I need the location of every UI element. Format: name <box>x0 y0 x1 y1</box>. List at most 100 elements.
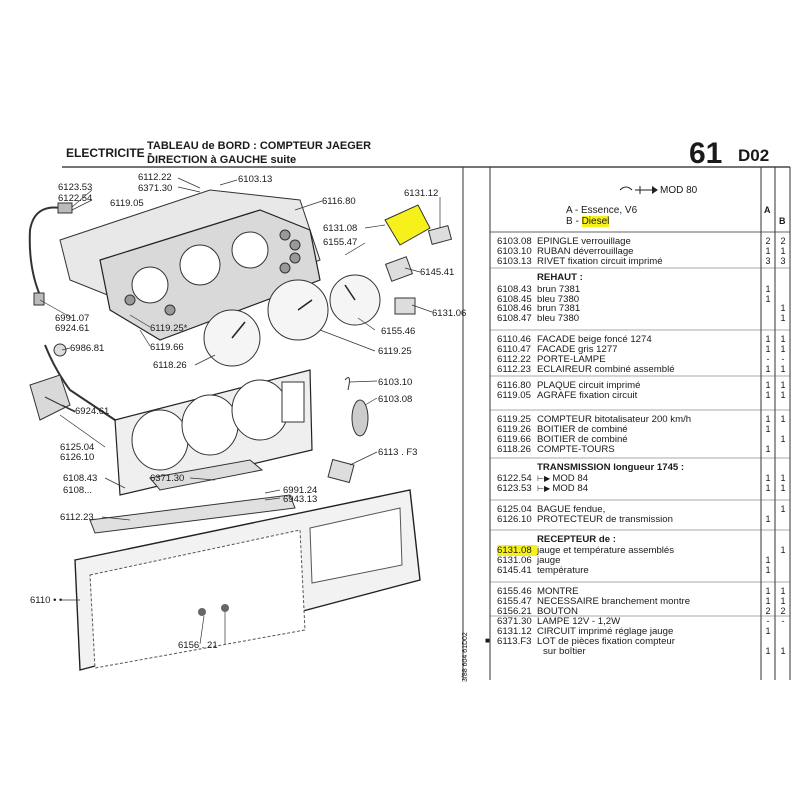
page-number: 61 <box>689 137 723 170</box>
section-title: ELECTRICITE - <box>66 146 152 160</box>
part-description: brun 7381 <box>537 303 581 314</box>
table-row: RECEPTEUR de : <box>497 534 616 545</box>
part-code: 6118.26 <box>497 444 531 455</box>
qty-b: 1 <box>780 586 786 596</box>
part-code: 6108.45 <box>497 294 532 305</box>
arrow-icon: ⊢▶ <box>537 474 553 483</box>
qty-a: 1 <box>765 586 771 596</box>
part-description: RIVET fixation circuit imprimé <box>537 256 663 267</box>
qty-b: 1 <box>780 364 786 374</box>
part-code: 6131.12 <box>497 626 532 637</box>
label-6924-61-a: 6924.61 <box>55 323 90 334</box>
part-code: 6108.47 <box>497 313 532 324</box>
qty-a: 1 <box>765 565 771 575</box>
qty-a: 1 <box>765 294 771 304</box>
part-description: MOD 84 <box>552 473 589 484</box>
qty-b: 1 <box>780 596 786 606</box>
qty-b: 1 <box>780 473 786 483</box>
qty-a: 1 <box>765 596 771 606</box>
label-6119-25-star: 6119.25* <box>150 323 188 334</box>
part-description: LOT de pièces fixation compteur <box>537 636 675 647</box>
qty-b: 1 <box>780 646 786 656</box>
page-code: D02 <box>738 146 770 165</box>
qty-a: 1 <box>765 424 771 434</box>
label-6108-dots: 6108... <box>63 485 93 496</box>
qty-a: - <box>766 616 770 626</box>
part-code: 6108.46 <box>497 303 532 314</box>
qty-b: - <box>781 354 785 364</box>
part-description: PORTE-LAMPE <box>537 354 606 365</box>
qty-b: 1 <box>780 390 786 400</box>
part-description: AGRAFE fixation circuit <box>537 390 638 401</box>
label-6126-10: 6126.10 <box>60 452 95 463</box>
part-code: 6123.53 <box>497 483 532 494</box>
table-row: 6122.54⊢▶ MOD 84 <box>497 473 588 484</box>
label-6943-13: 6943.13 <box>283 494 318 505</box>
table-row: TRANSMISSION longueur 1745 : <box>497 462 684 473</box>
col-b-header: B <box>779 216 786 226</box>
table-row: 6123.53⊢▶ MOD 84 <box>497 483 588 494</box>
label-6131-06: 6131.06 <box>432 308 467 319</box>
label-6371-30-top: 6371.30 <box>138 183 173 194</box>
part-code: 6371.30 <box>497 616 532 627</box>
qty-a: 1 <box>765 344 771 354</box>
label-6991-07: 6991.07 <box>55 313 90 324</box>
qty-a: 1 <box>765 284 771 294</box>
square-marker-icon: ■ <box>485 636 490 645</box>
part-description: PROTECTEUR de transmission <box>537 514 673 525</box>
qty-b: 2 <box>780 606 786 616</box>
qty-a: 1 <box>765 444 771 454</box>
label-6119-66: 6119.66 <box>150 342 184 353</box>
part-description: température <box>537 565 589 576</box>
col-a-header: A <box>764 205 771 215</box>
table-row: 6108.45 bleu 7380 <box>497 294 579 305</box>
variant-b-value: Diesel <box>581 216 610 227</box>
part-code: 6126.10 <box>497 514 532 525</box>
arrow-icon: ⊢▶ <box>537 484 553 493</box>
part-code: 6119.25 <box>497 414 531 425</box>
part-code: 6119.05 <box>497 390 531 401</box>
part-description: brun 7381 <box>537 284 581 295</box>
label-6155-46: 6155.46 <box>381 326 416 337</box>
table-row: ■ 6113.F3 LOT de pièces fixation compteur <box>485 636 675 647</box>
variant-b: B - Diesel <box>566 216 610 227</box>
part-description: CIRCUIT imprimé réglage jauge <box>537 626 674 637</box>
part-description: BOITIER de combiné <box>537 424 628 435</box>
qty-a: 3 <box>765 256 771 266</box>
variant-a: A - Essence, V6 <box>566 205 638 216</box>
qty-b: 1 <box>780 344 786 354</box>
part-description: NECESSAIRE branchement montre <box>537 596 691 607</box>
part-code: 6145.41 <box>497 565 532 576</box>
part-code: 6131.06 <box>497 555 532 566</box>
part-description: BAGUE fendue, <box>537 504 606 515</box>
qty-b: 1 <box>780 313 786 323</box>
qty-a: 1 <box>765 626 771 636</box>
table-row: 6108.43 brun 7381 <box>497 284 580 295</box>
part-code: 6113.F3 <box>497 636 532 647</box>
part-code: 6155.46 <box>497 586 532 597</box>
table-row: 6119.05 AGRAFE fixation circuit <box>497 390 637 401</box>
table-row: 6126.10 PROTECTEUR de transmission <box>497 514 673 525</box>
label-6155-47: 6155.47 <box>323 237 358 248</box>
qty-b: 1 <box>780 303 786 313</box>
qty-b: 3 <box>780 256 786 266</box>
part-code: 6108.43 <box>497 284 532 295</box>
page-subtitle: DIRECTION à GAUCHE suite <box>147 154 297 166</box>
label-6103-10: 6103.10 <box>378 377 413 388</box>
part-description: RUBAN déverrouillage <box>537 246 634 257</box>
part-description: bleu 7380 <box>537 294 580 305</box>
table-row: REHAUT : <box>497 272 583 283</box>
part-description: bleu 7380 <box>537 313 580 324</box>
